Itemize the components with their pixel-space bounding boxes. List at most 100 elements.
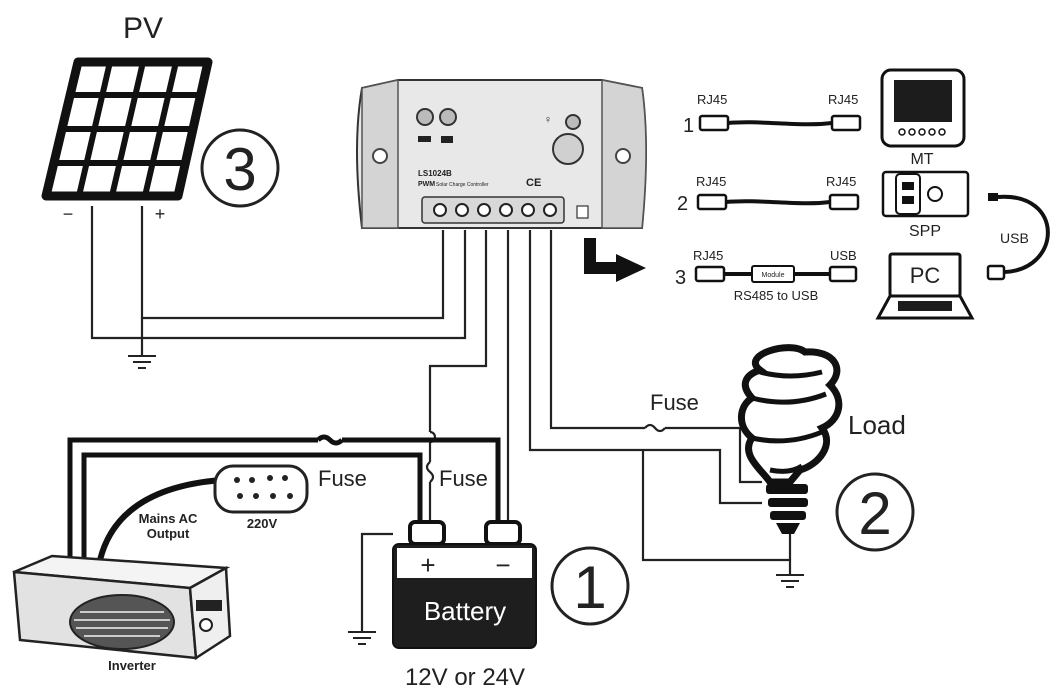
pv-grid xyxy=(55,61,201,197)
inverter-display xyxy=(196,600,222,611)
pv-label: PV xyxy=(123,12,163,45)
inverter-vent xyxy=(69,594,175,650)
pv-positive-wire xyxy=(90,206,467,340)
usb-label: USB xyxy=(1000,230,1029,246)
load-wire-a xyxy=(528,230,762,505)
battery-fuse-label: Fuse xyxy=(439,466,488,491)
pv-minus-label: − xyxy=(63,204,74,224)
spp-label: SPP xyxy=(909,223,941,240)
bulb-base-1 xyxy=(766,484,808,494)
link3-usb-icon xyxy=(828,265,858,283)
socket-voltage: 220V xyxy=(247,516,278,531)
pv-ground-icon xyxy=(128,355,156,369)
link1-right-label: RJ45 xyxy=(828,92,858,107)
inverter-label: Inverter xyxy=(108,658,156,673)
link-3-pc: 3 RJ45 USB Module RS485 to USB PC xyxy=(675,248,975,320)
battery-ground-wire xyxy=(360,532,393,632)
usb-cable: USB xyxy=(986,193,1050,281)
ac-socket: 220V xyxy=(213,464,309,531)
link3-right-label: USB xyxy=(830,248,857,263)
load-led-icon xyxy=(565,114,581,130)
terminal-screws xyxy=(433,203,557,217)
battery-number-circle xyxy=(550,546,630,626)
controller-ce: CE xyxy=(526,177,541,189)
battery-fuse-icon xyxy=(425,461,435,483)
battery-voltage: 12V or 24V xyxy=(405,664,525,691)
socket-holes xyxy=(234,475,293,499)
link1-rj45-right-icon xyxy=(830,114,862,132)
mt-label: MT xyxy=(910,151,933,168)
link2-rj45-right-icon xyxy=(828,193,860,211)
controller-model: LS1024B xyxy=(418,169,452,178)
rj45-port xyxy=(576,205,589,219)
socket-body xyxy=(213,464,309,514)
bulb-base-3 xyxy=(770,511,806,520)
inverter-vent-slots xyxy=(74,611,170,637)
link1-cable xyxy=(727,120,833,127)
inverter-wire-outer-b xyxy=(342,437,501,520)
pv-negative-wire xyxy=(140,206,445,320)
link3-rj45-icon xyxy=(694,265,726,283)
battery-terminal-negative xyxy=(484,520,522,546)
link1-rj45-left-icon xyxy=(698,114,730,132)
pv-number-circle xyxy=(200,128,280,208)
battery-number: 1 xyxy=(573,554,606,621)
inverter-power-button xyxy=(199,618,213,632)
link-1-mt: 1 RJ45 RJ45 MT xyxy=(683,68,966,168)
rs485-module-label: Module xyxy=(762,272,785,279)
comm-arrow xyxy=(584,238,646,282)
load-wire-b-left xyxy=(549,230,645,430)
battery-minus-label: − xyxy=(495,550,510,580)
link2-cable xyxy=(725,199,831,206)
inverter-fuse-icon xyxy=(316,434,344,446)
load-ground-icon xyxy=(776,574,804,588)
link2-left-label: RJ45 xyxy=(696,174,726,189)
spp-knob xyxy=(927,186,943,202)
spp-clip xyxy=(895,173,921,215)
link-2-spp: 2 RJ45 RJ45 SPP xyxy=(677,170,970,240)
pc-label: PC xyxy=(910,263,941,288)
usb-plug-bottom-icon xyxy=(986,264,1006,281)
pv-number: 3 xyxy=(223,136,256,203)
spp-port-1 xyxy=(902,182,914,190)
battery-ground-icon xyxy=(348,631,376,645)
load-ground-wire xyxy=(641,450,792,575)
battery-led-icon xyxy=(439,108,457,126)
rs485-caption: RS485 to USB xyxy=(734,288,819,303)
usb-plug-top-icon xyxy=(988,193,998,201)
load-number: 2 xyxy=(858,480,891,547)
battery-symbol-icon xyxy=(441,136,453,143)
solar-symbol-icon xyxy=(418,136,431,142)
load-fuse-icon xyxy=(644,423,666,433)
wiring xyxy=(67,206,804,645)
link3-left-label: RJ45 xyxy=(693,248,723,263)
bulb-symbol-icon: ♀ xyxy=(544,114,552,126)
load-number-circle xyxy=(835,472,915,552)
load-wire-b-right xyxy=(665,426,762,484)
load-button[interactable] xyxy=(552,133,584,165)
battery-top-band xyxy=(397,548,532,578)
load-fuse-label: Fuse xyxy=(650,390,699,415)
link1-left-label: RJ45 xyxy=(697,92,727,107)
battery-terminal-positive xyxy=(408,520,446,546)
link1-number: 1 xyxy=(683,115,694,137)
inverter-wire-outer-a xyxy=(67,437,318,560)
battery-positive-wire-top xyxy=(428,230,488,432)
spp-port-2 xyxy=(902,196,914,204)
mt-buttons xyxy=(898,128,946,136)
inverter-fuse-label: Fuse xyxy=(318,466,367,491)
battery-plus-label: + xyxy=(420,550,435,580)
controller-desc: Solar Charge Controller xyxy=(436,182,489,188)
battery-label: Battery xyxy=(424,596,506,626)
controller-mount-hole-right xyxy=(615,148,631,164)
load-label: Load xyxy=(848,410,906,440)
usb-cable-line xyxy=(997,194,1050,274)
mains-ac-label-2: Output xyxy=(147,526,190,541)
pc-keys xyxy=(898,301,952,311)
controller-mount-hole-left xyxy=(372,148,388,164)
inverter: Inverter xyxy=(12,554,232,673)
bulb-base-2 xyxy=(768,498,808,507)
inverter-front xyxy=(188,565,232,661)
pv-led-icon xyxy=(416,108,434,126)
